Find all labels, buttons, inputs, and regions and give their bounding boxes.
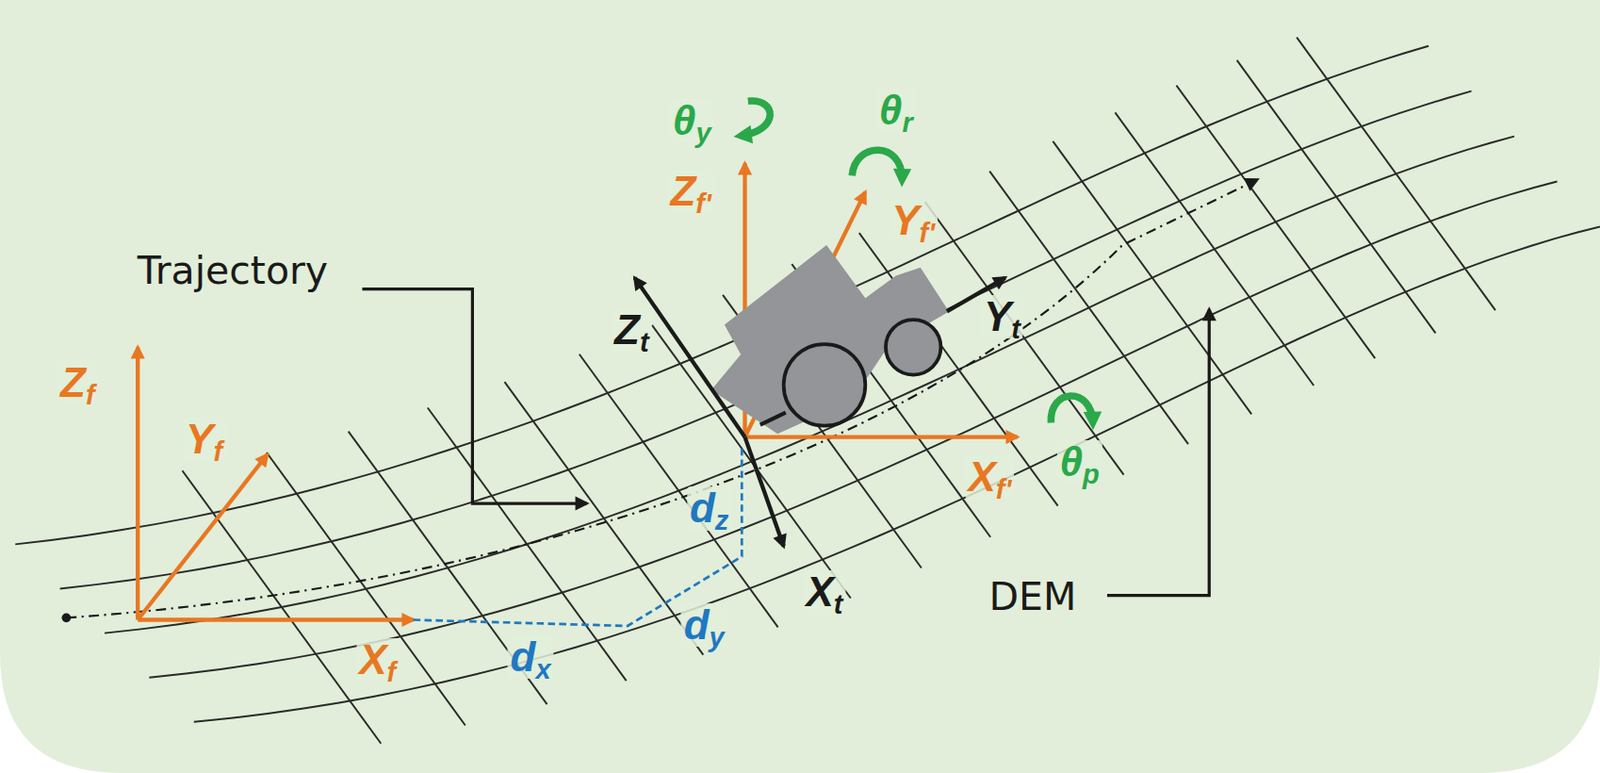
terrain-frame xyxy=(635,277,1006,547)
dem-grid xyxy=(15,37,1600,744)
axis-label: Yf' xyxy=(888,198,938,243)
axis-label: Zt xyxy=(611,308,653,352)
global-frame xyxy=(137,346,413,620)
dem-column-line xyxy=(1296,37,1496,311)
dem-row-line xyxy=(60,91,1472,589)
dem-row-line xyxy=(194,226,1600,721)
dem-column-line xyxy=(504,381,703,655)
trajectory-leader xyxy=(361,289,587,504)
axis-label: Xt xyxy=(802,570,846,614)
dem-column-line xyxy=(348,431,548,705)
axis-label: Xf xyxy=(356,637,399,682)
dem-column-line xyxy=(181,470,381,744)
displacement-path xyxy=(413,443,743,626)
axis-label: Yf xyxy=(182,417,226,461)
dem-row-line xyxy=(104,136,1515,634)
displacement-label: dx xyxy=(507,634,555,678)
dem-column-line xyxy=(266,452,466,726)
dem-column-line xyxy=(1114,112,1314,386)
trajectory-line xyxy=(65,179,1258,619)
vehicle xyxy=(711,244,949,434)
displacement-label: dz xyxy=(686,486,732,530)
axis-label: Zf' xyxy=(667,168,714,213)
dem-row-line xyxy=(148,181,1557,678)
axis-label: Xf' xyxy=(964,455,1014,499)
rotation-arrows xyxy=(740,100,1094,423)
trajectory-start xyxy=(62,612,72,622)
dem-column-line xyxy=(1175,85,1375,360)
dem-label: DEM xyxy=(985,576,1079,618)
rotation-label: θy xyxy=(669,98,715,143)
dem-row-line xyxy=(15,46,1429,545)
rotation-label: θr xyxy=(876,88,916,132)
axis-label: Yt xyxy=(980,294,1024,339)
trajectory-label: Trajectory xyxy=(134,251,331,293)
dem-column-line xyxy=(427,408,627,682)
dem-column-line xyxy=(925,201,1125,475)
dem-leader xyxy=(1107,309,1209,595)
rotation-label: θp xyxy=(1057,440,1103,484)
dem-column-line xyxy=(1237,60,1437,334)
displacement-label: dy xyxy=(681,603,728,647)
dem-column-line xyxy=(1052,141,1252,415)
axis-label: Zf xyxy=(57,360,98,405)
dem-column-line xyxy=(859,232,1059,507)
